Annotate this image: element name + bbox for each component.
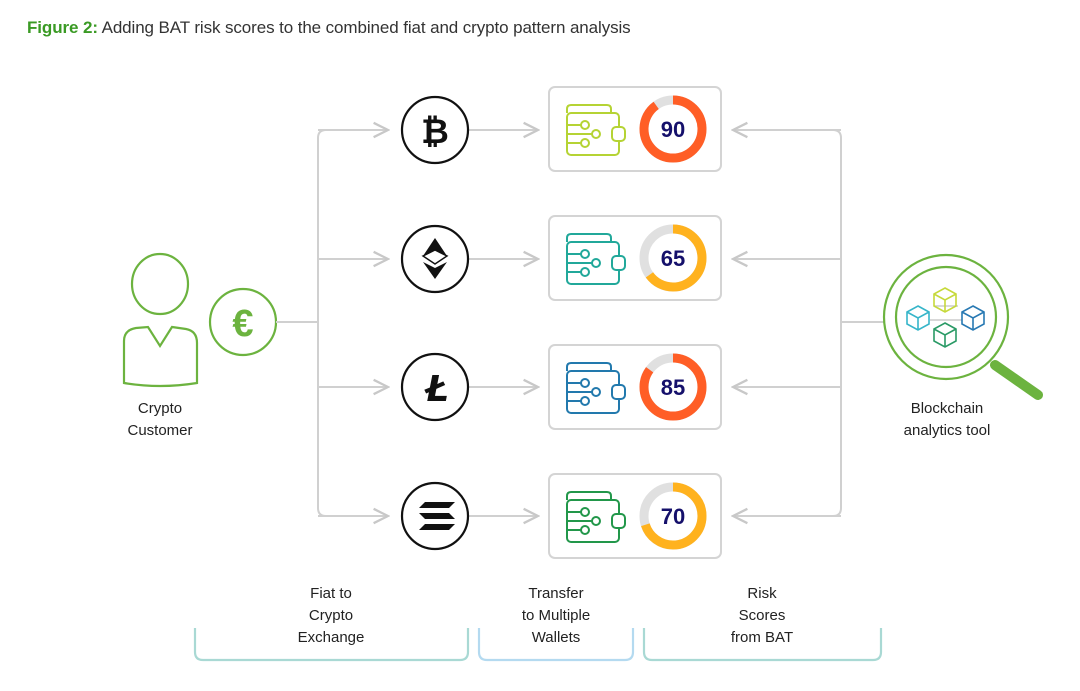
coin-litecoin: Ł xyxy=(400,352,470,422)
stage-label-fiat-exchange: Fiat to Crypto Exchange xyxy=(251,583,411,649)
bracket-transfer-wallets xyxy=(477,628,635,662)
card-frame xyxy=(548,86,722,172)
blockchain-cubes-icon xyxy=(906,287,985,348)
figure-title: Adding BAT risk scores to the combined f… xyxy=(97,18,631,37)
wallet-cards: 90 65 85 70 xyxy=(548,86,722,559)
tool-label: Blockchain analytics tool xyxy=(880,398,1014,442)
card-frame xyxy=(548,215,722,301)
risk-score: 85 xyxy=(661,375,685,400)
wallet-card: 90 xyxy=(548,86,722,172)
wallet-icon xyxy=(566,362,626,414)
solana-icon xyxy=(419,502,455,530)
euro-icon: € xyxy=(232,303,253,345)
bitcoin-icon: ₿ xyxy=(421,112,449,152)
customer-label-line1: Crypto xyxy=(137,400,183,417)
score-ring-fill xyxy=(639,224,707,292)
coin-bitcoin: ₿ xyxy=(400,95,470,165)
tool-label-line1: Blockchain xyxy=(910,400,984,417)
wallet-icon xyxy=(566,491,626,543)
risk-score: 90 xyxy=(661,117,685,142)
score-ring-fill xyxy=(639,95,707,163)
bracket-risk-scores xyxy=(642,628,883,662)
stage-line: Transfer xyxy=(528,585,584,602)
right-connector xyxy=(733,130,884,516)
tool-label-line2: analytics tool xyxy=(903,422,991,439)
card-frame xyxy=(548,473,722,559)
person-icon xyxy=(122,252,199,388)
bracket-fiat-exchange xyxy=(193,628,470,662)
stage-label-transfer-wallets: Transfer to Multiple Wallets xyxy=(476,583,636,649)
stage-line: Risk xyxy=(747,585,777,602)
score-ring-fill xyxy=(639,482,707,550)
stage-line: to Multiple xyxy=(521,607,591,624)
ethereum-icon xyxy=(421,238,449,279)
coin-solana xyxy=(400,481,470,551)
stage-line: Crypto xyxy=(308,607,354,624)
stage-brackets xyxy=(193,628,883,662)
coin-ethereum xyxy=(400,224,470,294)
customer-label: Crypto Customer xyxy=(100,398,220,442)
figure-caption: Figure 2: Adding BAT risk scores to the … xyxy=(27,18,631,38)
left-connector xyxy=(276,130,388,516)
customer-label-line2: Customer xyxy=(127,422,193,439)
card-frame xyxy=(548,344,722,430)
stage-line: Scores xyxy=(738,607,786,624)
stage-label-risk-scores: Risk Scores from BAT xyxy=(682,583,842,649)
wallet-icon xyxy=(566,233,626,285)
wallet-icon xyxy=(566,104,626,156)
litecoin-icon: Ł xyxy=(424,369,449,410)
wallet-card: 65 xyxy=(548,215,722,301)
wallet-card: 70 xyxy=(548,473,722,559)
score-ring-fill xyxy=(639,353,707,421)
figure-number: Figure 2: xyxy=(27,18,98,37)
stage-line: Wallets xyxy=(531,629,581,646)
risk-score: 70 xyxy=(661,504,685,529)
stage-line: Exchange xyxy=(297,629,365,646)
stage-line: from BAT xyxy=(730,629,794,646)
euro-coin: € xyxy=(208,287,278,357)
stage-line: Fiat to xyxy=(310,585,352,602)
magnifier-icon xyxy=(882,253,1043,400)
risk-score: 65 xyxy=(661,246,685,271)
coin-wallet-arrows xyxy=(469,130,538,516)
wallet-card: 85 xyxy=(548,344,722,430)
